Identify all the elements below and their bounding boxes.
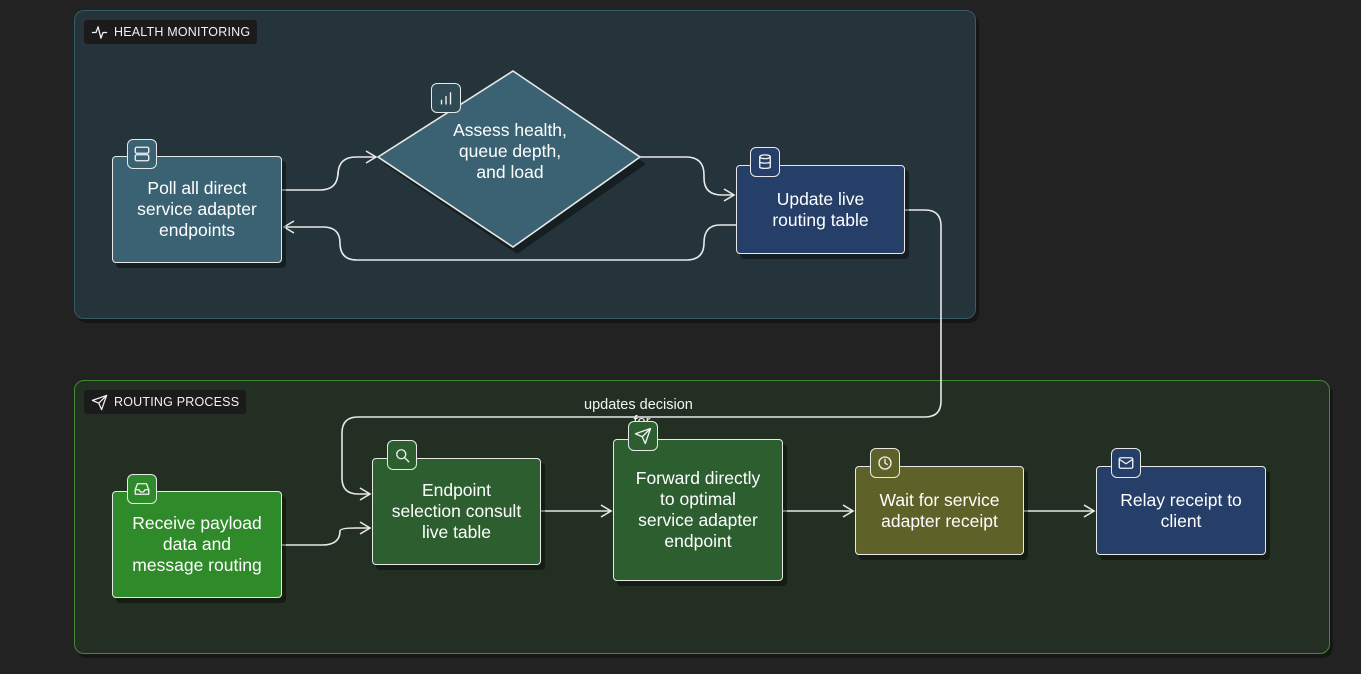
update-routing-table-node[interactable]: Update live routing table: [736, 165, 905, 254]
assess-health-text: Assess health, queue depth, and load: [453, 120, 567, 182]
edge-poll-to-assess: [282, 150, 378, 191]
poll-endpoints-node[interactable]: Poll all direct service adapter endpoint…: [112, 156, 282, 263]
endpoint-selection-text: Endpoint selection consult live table: [391, 480, 522, 542]
inbox-icon: [127, 474, 157, 504]
receive-payload-node[interactable]: Receive payload data and message routing: [112, 491, 282, 598]
wait-receipt-text: Wait for service adapter receipt: [879, 489, 1000, 531]
edge-label-background: [579, 396, 705, 416]
mail-icon: [1111, 448, 1141, 478]
edge-update-to-select: [341, 209, 942, 501]
poll-endpoints-text: Poll all direct service adapter endpoint…: [137, 178, 257, 240]
server-icon: [127, 139, 157, 169]
send-icon: [91, 394, 108, 410]
edge-update-to-poll: [282, 220, 736, 261]
clock-icon: [870, 448, 900, 478]
send-icon: [628, 421, 658, 451]
edge-label-line: updates decision: [584, 397, 693, 413]
bar-chart-icon: [431, 83, 461, 113]
health-monitoring-label: HEALTH MONITORING: [84, 20, 258, 44]
edge-assess-to-update: [640, 156, 736, 202]
database-icon: [750, 147, 780, 177]
edge-receive-to-select: [282, 521, 372, 546]
endpoint-selection-node[interactable]: Endpoint selection consult live table: [372, 458, 541, 565]
forward-endpoint-text: Forward directly to optimal service adap…: [635, 468, 761, 551]
search-icon: [387, 440, 417, 470]
routing-process-label: ROUTING PROCESS: [84, 390, 247, 414]
assess-decision-shape: [376, 70, 642, 248]
activity-icon: [91, 25, 108, 39]
relay-receipt-node[interactable]: Relay receipt to client: [1096, 466, 1266, 555]
wait-receipt-node[interactable]: Wait for service adapter receipt: [855, 466, 1024, 555]
relay-receipt-text: Relay receipt to client: [1120, 489, 1242, 531]
receive-payload-text: Receive payload data and message routing: [132, 513, 262, 575]
update-routing-table-text: Update live routing table: [772, 188, 869, 230]
forward-endpoint-node[interactable]: Forward directly to optimal service adap…: [613, 439, 783, 581]
